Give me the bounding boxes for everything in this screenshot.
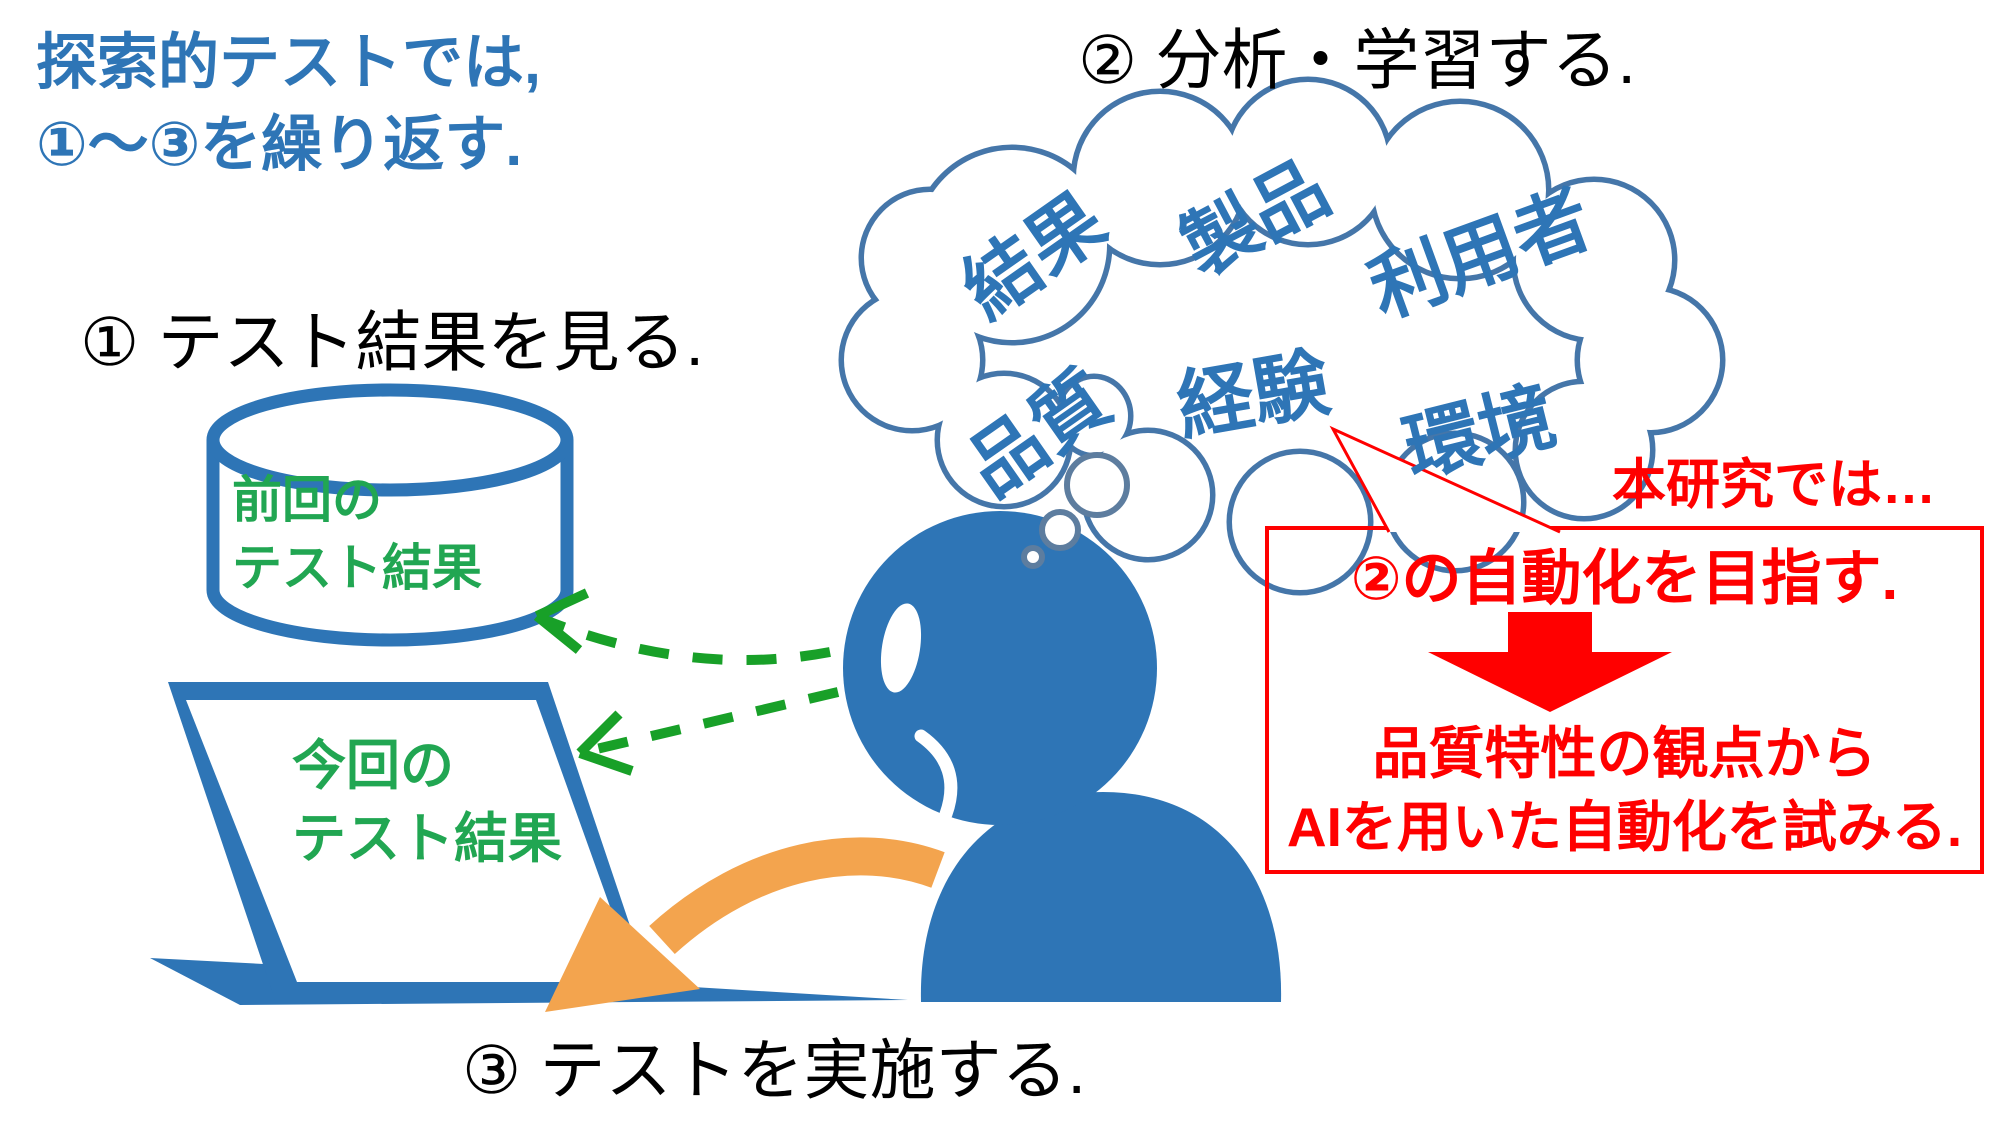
thought-bubble-large	[1064, 452, 1130, 518]
person-eye	[880, 603, 922, 693]
laptop-label: 今回の テスト結果	[292, 730, 562, 877]
laptop-label-line2: テスト結果	[292, 809, 562, 870]
intro-note-line2: ①〜③を繰り返す.	[36, 109, 523, 178]
person-body	[920, 792, 1282, 1002]
database-label-line1: 前回の	[232, 472, 382, 528]
research-detail-line2: AIを用いた自動化を試みる.	[1286, 796, 1963, 858]
thought-bubbles	[1021, 452, 1130, 569]
database-cylinder-top	[206, 383, 574, 497]
intro-note: 探索的テストでは, ①〜③を繰り返す.	[36, 22, 541, 185]
research-goal: ②の自動化を目指す.	[1350, 545, 1899, 612]
person-smile	[914, 729, 958, 821]
green-dashed-arrow-to-database	[533, 588, 831, 665]
intro-note-line1: 探索的テストでは,	[36, 28, 541, 96]
green-dashed-arrow-to-laptop	[576, 687, 840, 776]
research-lead: 本研究では…	[1612, 455, 1936, 515]
step3-label: ③ テストを実施する.	[462, 1033, 1086, 1107]
research-box	[1265, 526, 1984, 874]
database-label: 前回の テスト結果	[232, 466, 482, 602]
step1-label: ① テスト結果を見る.	[80, 305, 704, 379]
red-down-arrow	[1428, 612, 1672, 712]
laptop-label-line1: 今回の	[292, 736, 454, 796]
database-label-line2: テスト結果	[232, 540, 482, 596]
research-detail-line1: 品質特性の観点から	[1372, 722, 1877, 785]
step2-label: ② 分析・学習する.	[1078, 23, 1636, 97]
person-head	[843, 511, 1157, 825]
research-box-pointer	[1329, 425, 1561, 534]
thought-bubble-small	[1021, 545, 1045, 569]
thought-bubble-medium	[1039, 509, 1081, 551]
orange-arrow	[545, 837, 945, 1012]
laptop-screen	[186, 700, 637, 982]
